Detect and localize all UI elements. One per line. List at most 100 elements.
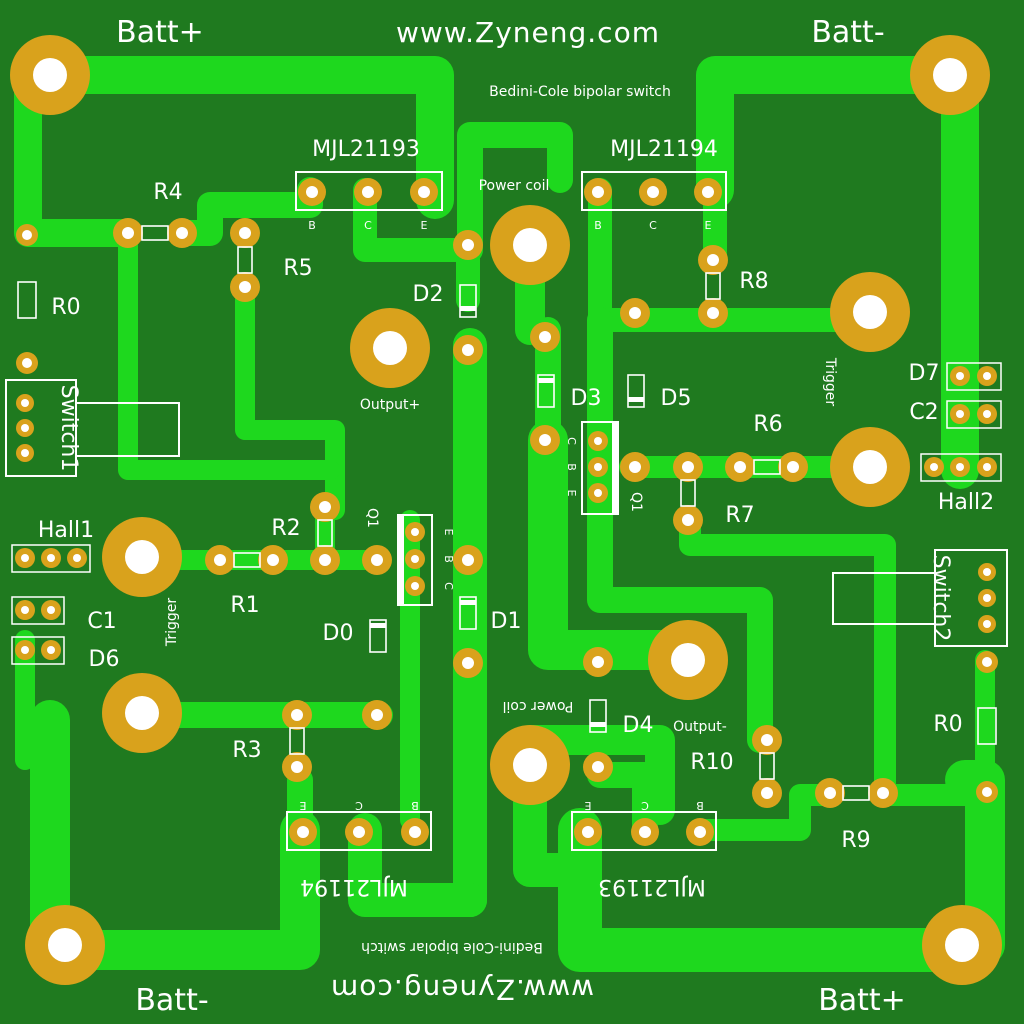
d1-pad-b: [453, 648, 483, 678]
trigger-left-pad: [102, 517, 182, 597]
r6-pad-a: [725, 452, 755, 482]
pin-b-label: B: [308, 219, 316, 232]
d7-label: D7: [909, 361, 940, 386]
d3-label: D3: [571, 386, 602, 411]
c2-label: C2: [909, 400, 938, 425]
output-pos-pad: [350, 308, 430, 388]
pin-e-label: E: [705, 219, 712, 232]
pin-e-label: E: [299, 799, 306, 812]
pin-c-label: C: [355, 799, 363, 812]
output-left-bottom-pad: [102, 673, 182, 753]
url-top-label: www.Zyneng.com: [396, 16, 660, 49]
r6-pad-b: [778, 452, 808, 482]
trigger-right-2-pad: [830, 427, 910, 507]
r8-pad-b: [698, 298, 728, 328]
d2-pad-a: [453, 230, 483, 260]
hall1-header: [11, 544, 91, 573]
r9-pad-b: [868, 778, 898, 808]
mjl21194-top-label: MJL21194: [610, 137, 718, 162]
pin-c-label: C: [364, 219, 372, 232]
d4-pad-a: [583, 647, 613, 677]
r4-pad-a: [113, 218, 143, 248]
r6-label: R6: [753, 412, 782, 437]
d2-pad-b: [453, 335, 483, 365]
r0-left-label: R0: [51, 295, 80, 320]
d6-header: [11, 636, 65, 665]
q1-left-base-pad: [362, 545, 392, 575]
trigger-right-pad: [830, 272, 910, 352]
r0-left-pad-a: [16, 224, 38, 246]
batt-neg-bottom-label: Batt-: [135, 983, 208, 1018]
trigger-left-label: Trigger: [164, 598, 180, 648]
mjl21194-bottom-label: MJL21194: [300, 874, 408, 899]
output-neg-label: Output-: [673, 719, 727, 735]
hall2-header: [920, 453, 1002, 482]
batt-pos-top-label: Batt+: [116, 15, 204, 50]
q1-right-pin-e: E: [565, 490, 578, 497]
d2-label: D2: [413, 282, 444, 307]
r0-right-pad-a: [976, 651, 998, 673]
r8-label: R8: [739, 269, 768, 294]
output-pos-label: Output+: [360, 397, 420, 413]
r7-pad-b: [673, 505, 703, 535]
small-pads: [16, 218, 998, 808]
r0-right-pad-b: [976, 781, 998, 803]
r10-pad-a: [752, 725, 782, 755]
silkscreen-outlines: [17, 225, 997, 801]
r9-pad-a: [815, 778, 845, 808]
url-bottom-label: www.Zyneng.com: [330, 973, 594, 1006]
r5-pad-b: [230, 272, 260, 302]
pin-c-label: C: [641, 799, 649, 812]
transistor-top-left: B C E: [295, 171, 443, 232]
d1-label: D1: [491, 609, 522, 634]
q1-right-pin-b: B: [565, 463, 578, 471]
r1-pad-a: [205, 545, 235, 575]
pin-c-label: C: [649, 219, 657, 232]
pin-b-label: B: [594, 219, 602, 232]
hall2-label: Hall2: [938, 490, 994, 515]
c1-label: C1: [87, 609, 116, 634]
batt-neg-bottom-left-pad: [25, 905, 105, 985]
r10-label: R10: [690, 750, 733, 775]
batt-pos-bottom-right-pad: [922, 905, 1002, 985]
transistor-top-right: B C E: [581, 171, 727, 232]
batt-pos-top-left-pad: [10, 35, 90, 115]
r5-pad-a: [230, 218, 260, 248]
r8-pad-a: [698, 245, 728, 275]
r5-label: R5: [283, 256, 312, 281]
mjl21193-top-label: MJL21193: [312, 137, 420, 162]
r2-pad-a: [310, 492, 340, 522]
r3-label: R3: [232, 738, 261, 763]
switch2-label: Switch2: [928, 555, 953, 642]
transistor-bottom-left: E C B: [286, 799, 432, 851]
batt-neg-top-right-pad: [910, 35, 990, 115]
output-neg-pad: [648, 620, 728, 700]
switch1-label: Switch1: [56, 385, 81, 472]
pin-b-label: B: [411, 799, 419, 812]
q1-right-footprint: C B E: [565, 421, 619, 515]
r0-left-pad-b: [16, 352, 38, 374]
d4-pad-b: [583, 752, 613, 782]
d3-pad-b: [530, 425, 560, 455]
diode-bands: [370, 306, 644, 727]
r7-pad-a: [673, 452, 703, 482]
pin-b-label: B: [696, 799, 704, 812]
r4-label: R4: [153, 180, 182, 205]
switch1-footprint: [5, 379, 180, 477]
q1-left-label: Q1: [364, 508, 380, 528]
trigger-right-label: Trigger: [822, 357, 838, 407]
mjl21193-bottom-label: MJL21193: [598, 874, 706, 899]
power-coil-top-pad: [490, 205, 570, 285]
power-coil-bottom-label: Power coil: [503, 698, 574, 714]
q1-left-footprint: E B C: [397, 514, 455, 606]
r10-pad-b: [752, 778, 782, 808]
d5-label: D5: [661, 386, 692, 411]
q1-left-pin-c: C: [442, 582, 455, 590]
c1-header: [11, 596, 65, 625]
hall1-label: Hall1: [38, 518, 94, 543]
d1-pad-a: [453, 545, 483, 575]
d4-label: D4: [623, 713, 654, 738]
r9-label: R9: [841, 828, 870, 853]
